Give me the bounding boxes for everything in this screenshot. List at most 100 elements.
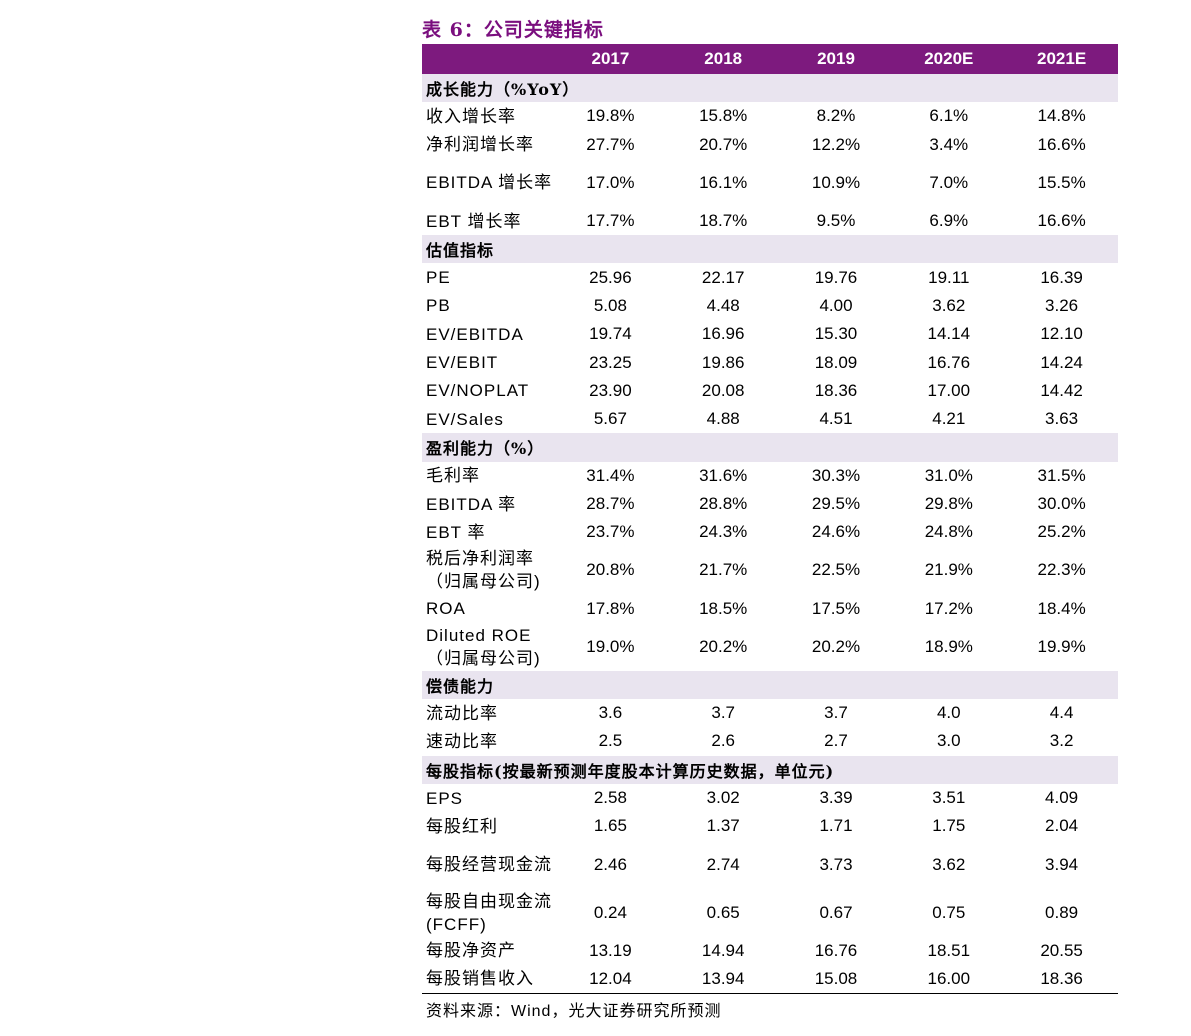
value-cell: 19.11 — [928, 267, 970, 287]
value-cell: 25.96 — [589, 267, 632, 287]
value-cell: 4.51 — [819, 409, 853, 429]
value-cell: 24.3% — [699, 522, 748, 542]
value-cell: 16.6% — [1037, 211, 1086, 231]
row-label: Diluted ROE（归属母公司) — [426, 625, 541, 668]
value-cell: 20.8% — [586, 560, 635, 580]
value-cell: 3.63 — [1045, 409, 1079, 429]
value-cell: 22.17 — [701, 267, 745, 287]
value-cell: 18.5% — [699, 598, 748, 618]
value-cell: 0.65 — [706, 902, 740, 922]
table-bottom-rule — [422, 993, 1118, 995]
row-label: EV/EBITDA — [426, 324, 524, 344]
value-cell: 3.4% — [929, 134, 969, 154]
value-cell: 2.5 — [598, 731, 623, 751]
value-cell: 0.24 — [593, 902, 627, 922]
value-cell: 17.8% — [586, 598, 635, 618]
key-metrics-table: 2017 2018 2019 2020E 2021E 成长能力（%YoY）收入增… — [422, 44, 1118, 993]
value-cell: 31.4% — [586, 465, 635, 485]
value-cell: 14.42 — [1040, 380, 1083, 400]
section-title: 估值指标 — [422, 235, 1118, 264]
value-cell: 23.90 — [589, 380, 632, 400]
value-cell: 17.0% — [586, 172, 635, 192]
value-cell: 31.6% — [699, 465, 748, 485]
value-cell: 25.2% — [1037, 522, 1086, 542]
value-cell: 30.3% — [811, 465, 861, 485]
value-cell: 19.76 — [814, 267, 858, 287]
value-cell: 17.7% — [586, 211, 635, 231]
value-cell: 4.4 — [1049, 703, 1074, 723]
value-cell: 4.0 — [936, 703, 961, 723]
value-cell: 12.2% — [811, 134, 861, 154]
row-label: ROA — [426, 599, 466, 619]
row-label: 毛利率 — [426, 466, 480, 486]
value-cell: 21.9% — [924, 560, 973, 580]
value-cell: 23.25 — [589, 352, 632, 372]
row-label: 每股净资产 — [426, 941, 516, 961]
header-blank-cell — [422, 44, 554, 74]
value-cell: 3.62 — [932, 854, 966, 874]
row-label: 每股红利 — [426, 816, 498, 836]
value-cell: 24.6% — [811, 522, 861, 542]
value-cell: 4.48 — [706, 295, 740, 315]
value-cell: 13.94 — [701, 968, 745, 988]
row-label: 速动比率 — [426, 731, 498, 751]
value-cell: 16.1% — [699, 172, 748, 192]
value-cell: 30.0% — [1037, 494, 1086, 513]
value-cell: 14.94 — [701, 940, 745, 960]
value-cell: 3.51 — [932, 788, 966, 808]
value-cell: 14.24 — [1040, 352, 1083, 372]
section-title: 偿债能力 — [422, 670, 1118, 700]
value-cell: 15.08 — [814, 968, 858, 988]
value-cell: 4.88 — [706, 409, 740, 429]
value-cell: 16.00 — [927, 968, 971, 988]
value-cell: 24.8% — [924, 522, 973, 542]
table-header-row: 2017 2018 2019 2020E 2021E — [422, 44, 1118, 74]
value-cell: 0.67 — [819, 902, 853, 922]
header-year-2017: 2017 — [554, 44, 667, 74]
value-cell: 1.65 — [593, 816, 627, 836]
value-cell: 22.5% — [811, 560, 861, 580]
value-cell: 15.8% — [699, 106, 748, 126]
value-cell: 7.0% — [929, 172, 969, 192]
section-header-row: 估值指标 — [422, 235, 1118, 264]
value-cell: 17.2% — [924, 598, 973, 618]
value-cell: 0.75 — [932, 902, 966, 922]
value-cell: 20.2% — [811, 636, 861, 656]
value-cell: 18.4% — [1037, 598, 1086, 618]
value-cell: 5.08 — [593, 295, 627, 315]
table-row: 税后净利润率（归属母公司)20.8%21.7%22.5%21.9%22.3% — [422, 546, 1118, 594]
value-cell: 0.89 — [1045, 902, 1079, 922]
section-title: 每股指标(按最新预测年度股本计算历史数据，单位元) — [422, 755, 1118, 784]
header-year-2019: 2019 — [779, 44, 893, 74]
value-cell: 3.94 — [1045, 854, 1079, 874]
value-cell: 1.71 — [819, 816, 853, 836]
value-cell: 18.09 — [814, 352, 858, 372]
value-cell: 8.2% — [816, 106, 856, 126]
value-cell: 3.0 — [936, 731, 961, 751]
value-cell: 3.2 — [1049, 731, 1074, 751]
value-cell: 19.74 — [589, 324, 632, 344]
value-cell: 28.7% — [586, 494, 635, 513]
value-cell: 22.3% — [1037, 560, 1086, 580]
value-cell: 16.76 — [814, 940, 858, 960]
row-label: 流动比率 — [426, 703, 498, 723]
value-cell: 18.36 — [814, 380, 858, 400]
header-year-2020e: 2020E — [892, 44, 1006, 74]
value-cell: 5.67 — [593, 409, 627, 429]
source-note: 资料来源：Wind，光大证券研究所预测 — [426, 1003, 722, 1021]
value-cell: 9.5% — [816, 211, 856, 231]
value-cell: 19.0% — [586, 636, 635, 656]
